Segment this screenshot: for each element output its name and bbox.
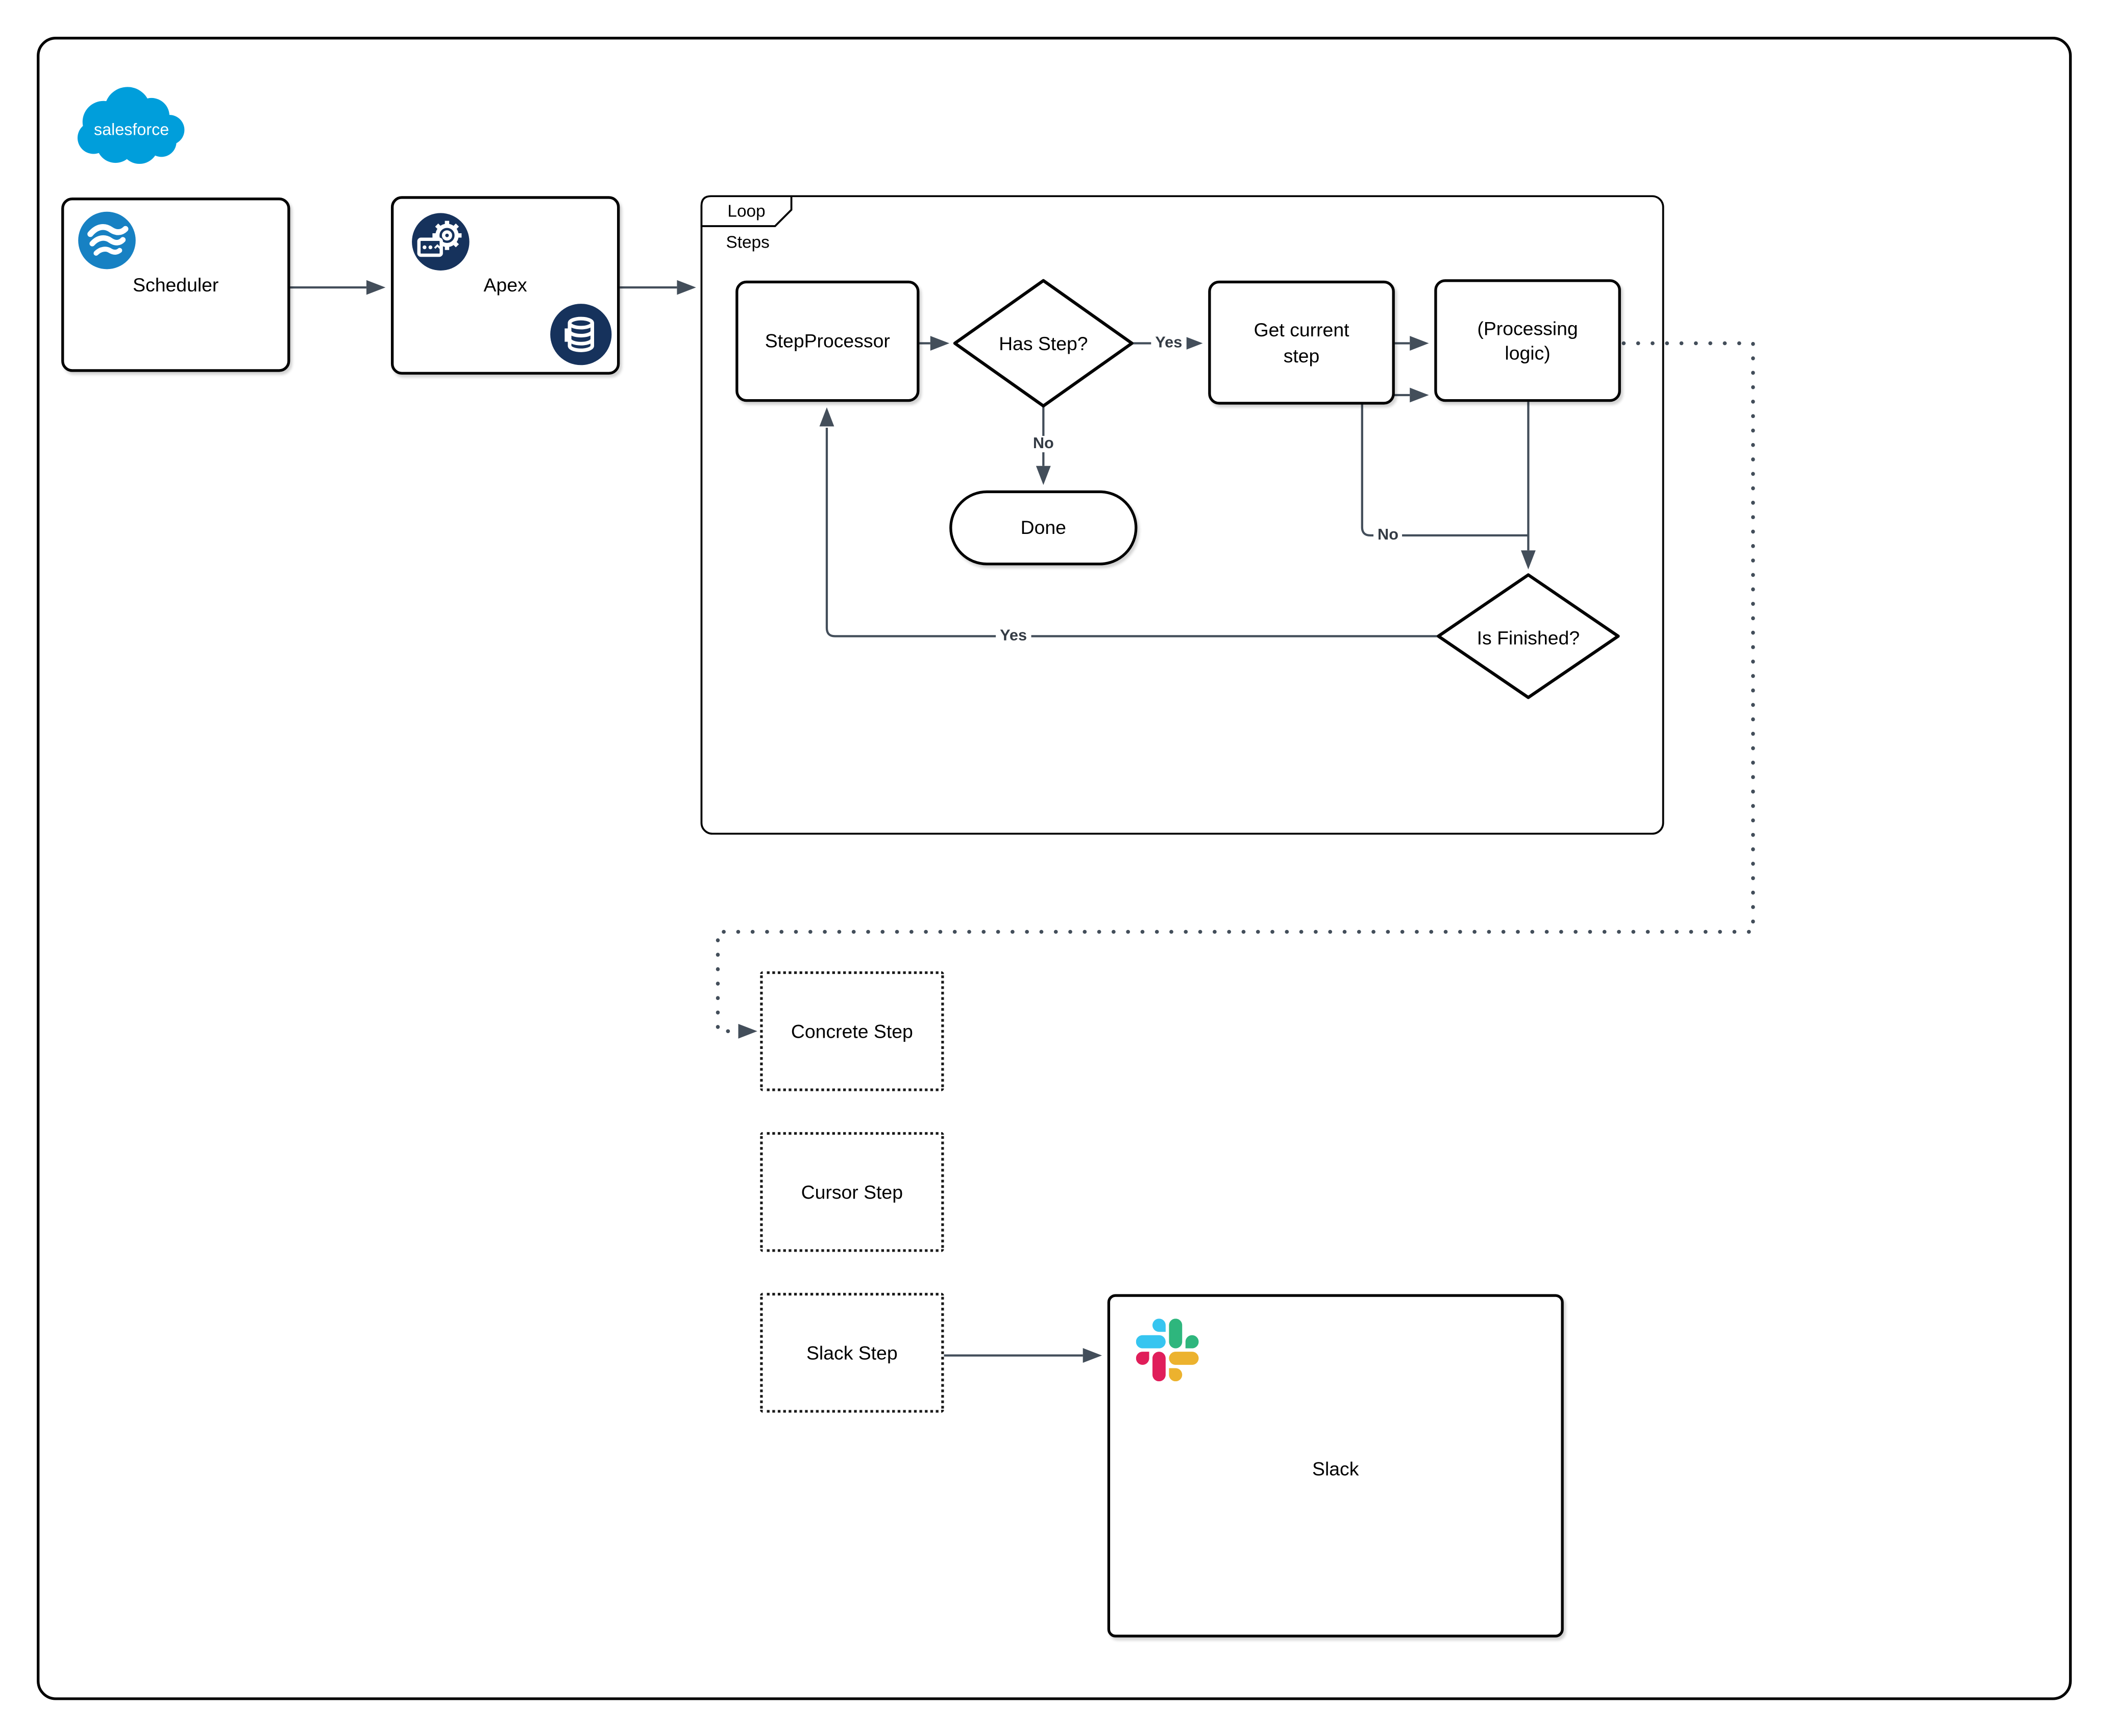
edge-label-is-finished-no: No — [1373, 527, 1403, 544]
has-step-label: Has Step? — [999, 332, 1088, 354]
node-concrete-step[interactable]: Concrete Step — [760, 971, 944, 1091]
scheduler-label: Scheduler — [133, 274, 219, 296]
slack-logo-icon — [1136, 1318, 1199, 1382]
apex-label: Apex — [483, 274, 527, 297]
node-apex[interactable]: Apex — [390, 196, 620, 375]
node-slack-step[interactable]: Slack Step — [760, 1292, 944, 1413]
loop-steps-label: Steps — [726, 233, 770, 252]
slack-label: Slack — [1312, 1457, 1359, 1480]
is-finished-diamond[interactable] — [1437, 573, 1620, 699]
done-label: Done — [1020, 517, 1066, 539]
edge-isfinished-yes-stepprocessor — [825, 428, 1439, 638]
edge-isfinished-no-processing — [1361, 394, 1529, 536]
salesforce-wordmark: salesforce — [94, 120, 169, 138]
database-icon — [550, 304, 612, 365]
node-scheduler[interactable]: Scheduler — [61, 197, 290, 372]
node-slack[interactable]: Slack — [1107, 1294, 1564, 1637]
loop-tab-label: Loop — [727, 201, 766, 221]
edge-label-has-step-no: No — [1028, 436, 1058, 453]
concrete-step-label: Concrete Step — [791, 1020, 913, 1042]
has-step-diamond[interactable] — [953, 279, 1134, 408]
page-border — [37, 37, 2072, 1700]
apex-gear-icon — [412, 213, 470, 271]
node-get-current-step[interactable]: Get current step — [1208, 280, 1395, 405]
arrowheads — [366, 280, 1536, 1363]
step-processor-label: StepProcessor — [765, 330, 890, 352]
edge-label-is-finished-yes: Yes — [996, 628, 1031, 645]
loop-tab-shape — [700, 195, 793, 227]
scheduler-waves-icon — [78, 211, 136, 270]
node-step-processor[interactable]: StepProcessor — [735, 280, 920, 402]
edge-label-has-step-yes: Yes — [1151, 335, 1187, 352]
is-finished-label: Is Finished? — [1477, 626, 1580, 649]
salesforce-cloud-icon: salesforce — [77, 87, 185, 164]
node-done[interactable]: Done — [949, 490, 1138, 566]
edge-processing-concretestep-dotted — [716, 341, 1755, 1034]
processing-logic-label: (Processing logic) — [1477, 317, 1578, 364]
slack-step-label: Slack Step — [806, 1341, 898, 1364]
cursor-step-label: Cursor Step — [801, 1181, 903, 1203]
loop-container-frame[interactable] — [700, 195, 1664, 835]
get-current-step-label: Get current step — [1253, 319, 1349, 366]
node-processing-logic[interactable]: (Processing logic) — [1434, 279, 1621, 402]
node-cursor-step[interactable]: Cursor Step — [760, 1132, 944, 1252]
